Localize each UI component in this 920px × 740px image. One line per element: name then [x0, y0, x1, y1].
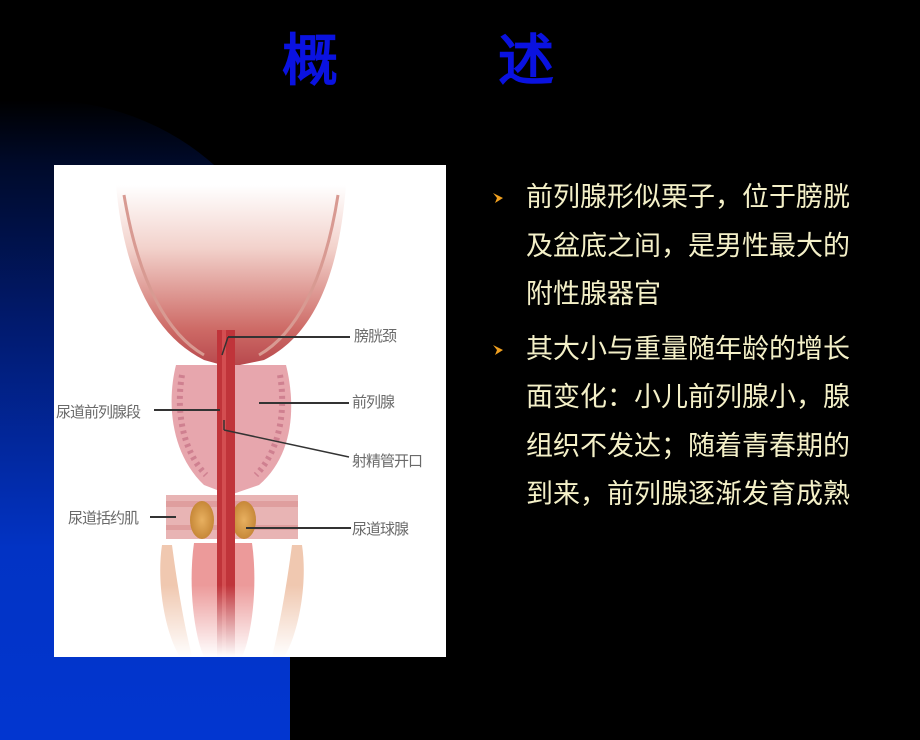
label-bulbourethral-gland: 尿道球腺 [352, 520, 409, 538]
prostate-anatomy-figure: 膀胱颈 前列腺 尿道前列腺段 射精管开口 尿道括约肌 尿道球腺 [54, 165, 446, 657]
slide-title: 概 述 [0, 22, 920, 102]
arrow-bullet-icon [493, 193, 503, 203]
label-prostate: 前列腺 [352, 393, 395, 411]
title-char-1: 概 [282, 29, 338, 94]
bullet-text: 前列腺形似栗子，位于膀胱及盆底之间，是男性最大的附性腺器官 [526, 182, 850, 310]
arrow-bullet-icon [493, 344, 503, 355]
bullet-text: 其大小与重量随年龄的增长面变化：小儿前列腺小，腺组织不发达；随着青春期的到来，前… [526, 333, 850, 511]
anatomy-illustration [54, 185, 446, 657]
label-bladder-neck: 膀胱颈 [354, 327, 397, 345]
bullet-item: 前列腺形似栗子，位于膀胱及盆底之间，是男性最大的附性腺器官 [490, 174, 910, 320]
bullet-list: 前列腺形似栗子，位于膀胱及盆底之间，是男性最大的附性腺器官 其大小与重量随年龄的… [490, 174, 910, 526]
label-ejaculatory-duct-opening: 射精管开口 [352, 452, 423, 470]
bullet-item: 其大小与重量随年龄的增长面变化：小儿前列腺小，腺组织不发达；随着青春期的到来，前… [490, 326, 910, 520]
title-char-2: 述 [498, 29, 554, 94]
label-prostatic-urethra: 尿道前列腺段 [56, 403, 141, 421]
label-urethral-sphincter: 尿道括约肌 [68, 509, 139, 527]
